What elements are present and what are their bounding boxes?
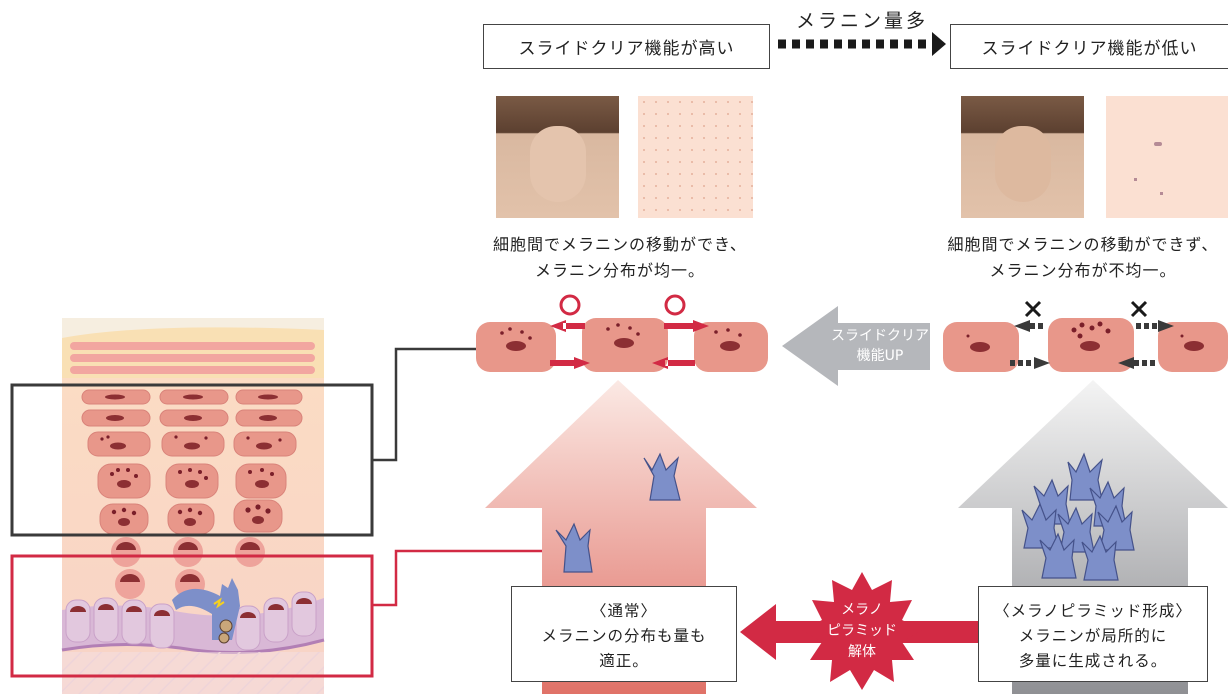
function-up-line1: スライドクリア (831, 328, 929, 344)
normal-note-box: 〈通常〉 メラニンの分布も量も 適正。 (511, 586, 737, 682)
high-function-box: スライドクリア機能が高い (483, 24, 770, 69)
melanin-increase-label: メラニン量多 (796, 10, 929, 32)
uniform-cell-row (476, 294, 768, 372)
caption-even: 細胞間でメラニンの移動ができ、 メラニン分布が均一。 (470, 232, 770, 284)
melanin-increase-arrow (778, 32, 946, 56)
nonuniform-cell-row (943, 300, 1228, 372)
skin-swatch-uneven (1106, 96, 1228, 218)
basal-connector-line (372, 549, 551, 607)
burst-shape (802, 572, 922, 690)
upper-connector-line (372, 347, 476, 462)
caption-uneven: 細胞間でメラニンの移動ができず、 メラニン分布が不均一。 (938, 232, 1228, 284)
basal-layer-highlight (10, 554, 374, 678)
burst-label: メラノ ピラミッド 解体 (812, 600, 912, 663)
function-up-label: スライドクリア 機能UP (830, 326, 930, 366)
melano-pyramid (1021, 452, 1135, 581)
burst-line3: 解体 (848, 644, 876, 660)
normal-note-line2: 適正。 (599, 652, 649, 670)
pyramid-note-title: 〈メラノピラミッド形成〉 (994, 602, 1192, 620)
caption-uneven-line1: 細胞間でメラニンの移動ができず、 (947, 235, 1219, 254)
burst-line1: メラノ (841, 602, 883, 618)
face-photo-even (496, 96, 619, 218)
pyramid-note-line2: 多量に生成される。 (1018, 652, 1168, 670)
caption-uneven-line2: メラニン分布が不均一。 (989, 261, 1177, 280)
low-function-box: スライドクリア機能が低い (950, 24, 1228, 69)
burst-line2: ピラミッド (827, 623, 897, 639)
normal-note-title: 〈通常〉 (590, 602, 657, 620)
pyramid-note-box: 〈メラノピラミッド形成〉 メラニンが局所的に 多量に生成される。 (978, 586, 1208, 682)
skin-swatch-even (638, 96, 753, 218)
function-up-line2: 機能UP (856, 348, 904, 364)
melanin-cluster-single (555, 452, 681, 573)
normal-note-line1: メラニンの分布も量も (541, 627, 707, 645)
pyramid-note-line1: メラニンが局所的に (1018, 627, 1168, 645)
caption-even-line1: 細胞間でメラニンの移動ができ、 (493, 235, 747, 254)
face-photo-uneven (961, 96, 1084, 218)
caption-even-line2: メラニン分布が均一。 (534, 261, 705, 280)
skin-cross-section (61, 318, 325, 694)
function-up-arrow (782, 306, 930, 386)
